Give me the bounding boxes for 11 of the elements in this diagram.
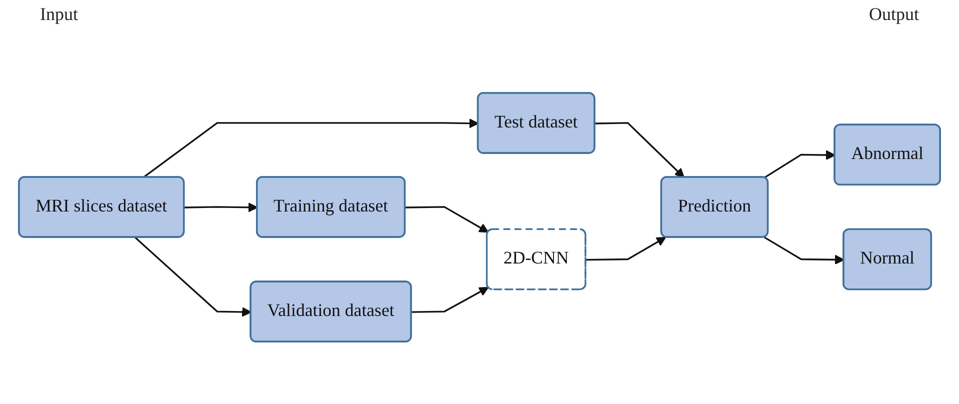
arrow	[412, 286, 489, 313]
arrow	[134, 236, 252, 317]
arrow	[142, 118, 479, 178]
arrow	[586, 236, 666, 260]
arrow	[764, 150, 836, 178]
arrow	[405, 206, 489, 232]
arrow	[184, 202, 258, 212]
arrow	[764, 236, 844, 264]
section-heading: Input	[40, 4, 78, 25]
section-heading: Output	[868, 4, 919, 25]
arrow	[594, 122, 684, 178]
